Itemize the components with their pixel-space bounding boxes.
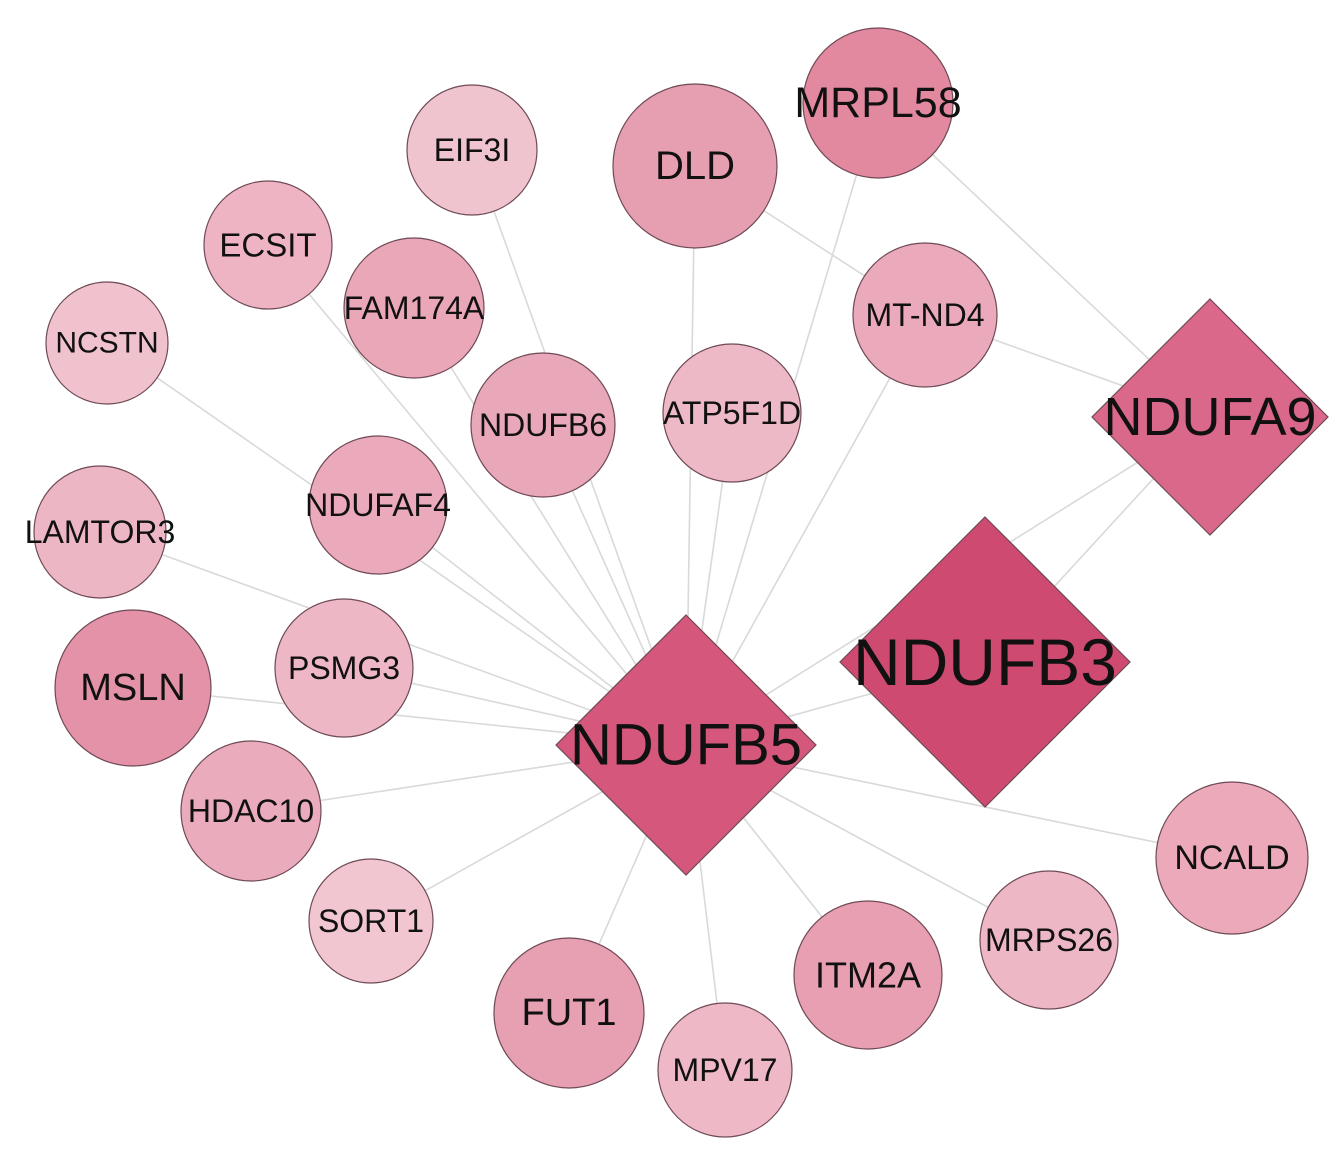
node-label: LAMTOR3	[25, 514, 176, 550]
node-label: ECSIT	[219, 227, 316, 264]
node-circle	[308, 435, 448, 575]
node-mt-nd4[interactable]: MT-ND4	[852, 242, 998, 388]
node-circle	[343, 237, 485, 379]
node-ndufb6[interactable]: NDUFB6	[470, 352, 616, 498]
node-label: MT-ND4	[865, 297, 984, 333]
node-circle	[45, 281, 169, 405]
node-circle	[406, 84, 538, 216]
edge-ndufb5-ecsit	[267, 244, 687, 746]
node-itm2a[interactable]: ITM2A	[793, 900, 943, 1050]
node-circle	[470, 352, 616, 498]
node-ndufaf4[interactable]: NDUFAF4	[305, 435, 451, 575]
node-label: NDUFB6	[479, 407, 607, 443]
node-fam174a[interactable]: FAM174A	[343, 237, 485, 379]
node-label: NDUFB5	[570, 713, 802, 778]
node-label: ITM2A	[815, 955, 921, 996]
node-circle	[612, 83, 778, 249]
node-diamond	[555, 614, 817, 876]
node-label: DLD	[655, 144, 735, 188]
node-label: PSMG3	[288, 650, 400, 686]
node-circle	[54, 609, 212, 767]
node-atp5f1d[interactable]: ATP5F1D	[662, 343, 802, 483]
node-mrps26[interactable]: MRPS26	[979, 870, 1119, 1010]
node-circle	[802, 27, 954, 179]
node-mpv17[interactable]: MPV17	[657, 1002, 793, 1138]
node-dld[interactable]: DLD	[612, 83, 778, 249]
node-circle	[852, 242, 998, 388]
node-label: NDUFB3	[853, 625, 1117, 699]
node-label: NCALD	[1174, 839, 1289, 877]
node-ecsit[interactable]: ECSIT	[203, 180, 333, 310]
node-ndufb3[interactable]: NDUFB3	[839, 516, 1131, 808]
node-circle	[203, 180, 333, 310]
node-sort1[interactable]: SORT1	[308, 858, 434, 984]
node-eif3i[interactable]: EIF3I	[406, 84, 538, 216]
node-ndufa9[interactable]: NDUFA9	[1091, 298, 1329, 536]
node-mrpl58[interactable]: MRPL58	[794, 27, 962, 179]
node-circle	[662, 343, 802, 483]
node-ndufb5[interactable]: NDUFB5	[555, 614, 817, 876]
node-hdac10[interactable]: HDAC10	[180, 740, 322, 882]
node-label: HDAC10	[188, 793, 314, 829]
node-diamond	[839, 516, 1131, 808]
node-label: MSLN	[80, 667, 186, 709]
node-label: ATP5F1D	[663, 395, 801, 431]
node-label: MRPL58	[794, 79, 961, 127]
node-label: FAM174A	[344, 290, 485, 326]
node-fut1[interactable]: FUT1	[493, 937, 645, 1089]
node-label: MPV17	[673, 1052, 778, 1088]
node-label: NDUFA9	[1103, 387, 1316, 447]
node-circle	[308, 858, 434, 984]
node-label: FUT1	[522, 992, 617, 1034]
node-label: SORT1	[318, 903, 424, 939]
node-circle	[274, 598, 414, 738]
node-ncald[interactable]: NCALD	[1155, 781, 1309, 935]
node-circle	[979, 870, 1119, 1010]
node-circle	[1155, 781, 1309, 935]
node-circle	[793, 900, 943, 1050]
node-ncstn[interactable]: NCSTN	[45, 281, 169, 405]
node-lamtor3[interactable]: LAMTOR3	[25, 465, 176, 599]
node-diamond	[1091, 298, 1329, 536]
node-label: EIF3I	[434, 132, 510, 168]
node-circle	[493, 937, 645, 1089]
node-circle	[33, 465, 167, 599]
node-msln[interactable]: MSLN	[54, 609, 212, 767]
node-circle	[657, 1002, 793, 1138]
node-label: NCSTN	[55, 327, 158, 360]
node-label: MRPS26	[985, 922, 1113, 958]
node-circle	[180, 740, 322, 882]
node-label: NDUFAF4	[305, 487, 451, 523]
node-psmg3[interactable]: PSMG3	[274, 598, 414, 738]
